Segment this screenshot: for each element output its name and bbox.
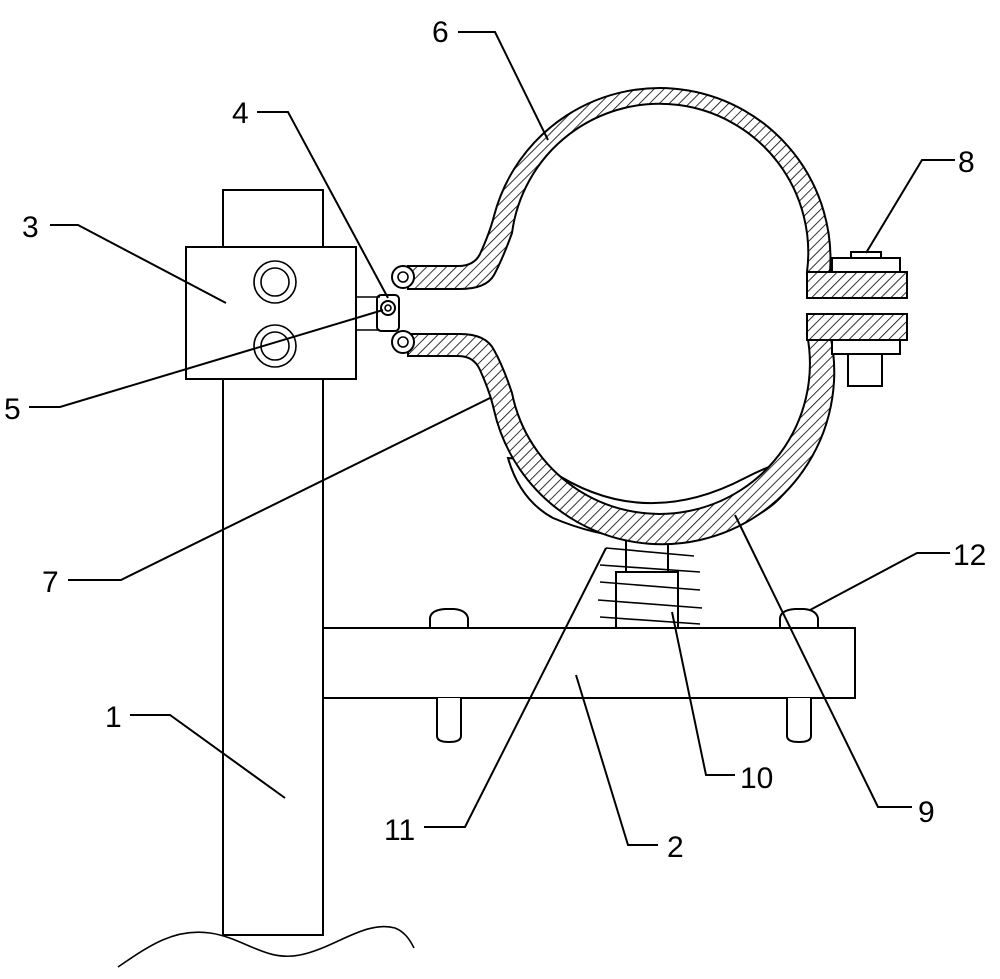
callout-7: 7: [42, 566, 59, 599]
callout-10: 10: [740, 762, 773, 795]
callout-4: 4: [232, 97, 249, 130]
pipe-clamp-ring: [407, 87, 908, 546]
horizontal-arm: [322, 608, 856, 744]
leader-lines: [29, 31, 955, 846]
callout-2: 2: [667, 831, 684, 864]
callout-5: 5: [4, 393, 21, 426]
flange-bolt: [831, 251, 901, 387]
callout-8: 8: [958, 146, 975, 179]
callout-12: 12: [953, 539, 986, 572]
callout-labels: 1 2 3 4 5 6 7 8 9 10 11 12: [4, 16, 986, 864]
callout-1: 1: [105, 701, 122, 734]
callout-6: 6: [432, 16, 449, 49]
clamp-block: [185, 246, 357, 380]
callout-11: 11: [384, 814, 415, 847]
callout-9: 9: [918, 796, 935, 829]
spring-support: [597, 531, 703, 629]
ground-break-line: [117, 925, 415, 968]
callout-3: 3: [22, 211, 39, 244]
hinge-link: [356, 265, 415, 354]
